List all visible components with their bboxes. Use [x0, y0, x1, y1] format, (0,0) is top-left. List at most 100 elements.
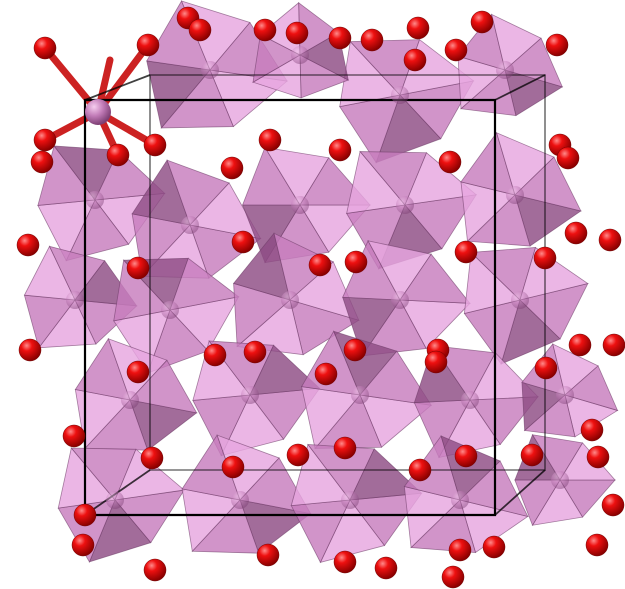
oxygen-atom — [286, 443, 310, 467]
oxygen-atom — [33, 128, 57, 152]
octahedron — [339, 38, 475, 164]
oxygen-atom — [556, 146, 580, 170]
oxygen-atom — [308, 253, 332, 277]
oxygen-atom — [601, 493, 625, 517]
cation-atom — [291, 46, 309, 64]
oxygen-atom — [140, 446, 164, 470]
cation-atom — [396, 196, 414, 214]
oxygen-atom — [424, 350, 448, 374]
oxygen-atom — [454, 444, 478, 468]
cation-atom — [351, 386, 369, 404]
oxygen-atom — [343, 338, 367, 362]
oxygen-atom — [408, 458, 432, 482]
octahedron — [74, 337, 198, 451]
oxygen-atom — [333, 436, 357, 460]
oxygen-atom — [256, 543, 280, 567]
cation-atom — [291, 196, 309, 214]
oxygen-atom — [285, 21, 309, 45]
octahedron — [181, 434, 312, 554]
oxygen-atom — [231, 230, 255, 254]
oxygen-atom — [221, 455, 245, 479]
octahedron-face — [94, 149, 166, 201]
oxygen-atom — [314, 362, 338, 386]
oxygen-atom — [136, 33, 160, 57]
oxygen-atom — [438, 150, 462, 174]
oxygen-atom — [482, 535, 506, 559]
cation-atom — [341, 491, 359, 509]
oxygen-atom — [333, 550, 357, 574]
oxygen-atom — [328, 26, 352, 50]
octahedron — [113, 257, 240, 374]
oxygen-atom — [441, 565, 465, 589]
cation-atom — [461, 391, 479, 409]
oxygen-atom — [143, 558, 167, 582]
oxygen-atom — [258, 128, 282, 152]
octahedron-face — [469, 352, 539, 401]
oxygen-atom — [203, 343, 227, 367]
octahedron — [232, 232, 360, 356]
octahedron-face — [169, 257, 240, 311]
oxygen-atom — [243, 340, 267, 364]
cation-atom — [231, 491, 249, 509]
oxygen-atom — [580, 418, 604, 442]
oxygen-atom — [545, 33, 569, 57]
oxygen-atom — [374, 556, 398, 580]
oxygen-atom — [360, 28, 384, 52]
oxygen-atom — [62, 424, 86, 448]
bond — [41, 44, 102, 116]
unit-cell-edge — [494, 74, 546, 101]
octahedron-face — [399, 253, 471, 304]
cation-atom — [121, 391, 139, 409]
octahedron-face — [349, 448, 423, 501]
oxygen-atom — [598, 228, 622, 252]
oxygen-atom — [448, 538, 472, 562]
cation-atom — [511, 291, 529, 309]
cation-atom — [106, 491, 124, 509]
oxygen-atom — [126, 360, 150, 384]
oxygen-atom — [403, 48, 427, 72]
oxygen-atom — [344, 250, 368, 274]
oxygen-atom — [444, 38, 468, 62]
oxygen-atom — [586, 445, 610, 469]
octahedron-face — [249, 344, 321, 396]
oxygen-atom — [220, 156, 244, 180]
octahedra-layer — [23, 0, 619, 564]
cation-atoms — [66, 46, 574, 509]
cation-atom — [496, 61, 514, 79]
oxygen-atom — [564, 221, 588, 245]
cation-atom — [281, 291, 299, 309]
cation-atom — [556, 386, 574, 404]
oxygen-atom — [470, 10, 494, 34]
cation-atom — [451, 491, 469, 509]
oxygen-atom — [71, 533, 95, 557]
octahedron — [457, 13, 564, 117]
oxygen-atom — [188, 18, 212, 42]
unit-cell-edge — [494, 469, 546, 516]
cation-atom — [551, 471, 569, 489]
cation-atom — [181, 216, 199, 234]
oxygen-atom — [585, 533, 609, 557]
octahedron-face — [514, 156, 582, 212]
cation-atom-corner — [85, 99, 111, 125]
oxygen-atom — [18, 338, 42, 362]
octahedron — [300, 330, 433, 450]
cation-atom — [66, 291, 84, 309]
unit-cell-edge — [84, 74, 151, 101]
octahedron-face — [564, 365, 619, 412]
oxygen-atom — [534, 356, 558, 380]
cation-atom — [161, 301, 179, 319]
oxygen-atom — [73, 503, 97, 527]
oxygen-atom — [33, 36, 57, 60]
cation-atom — [506, 186, 524, 204]
octahedron — [252, 1, 350, 99]
oxygen-atom — [143, 133, 167, 157]
cation-atom — [391, 86, 409, 104]
oxygen-atom — [568, 333, 592, 357]
oxygen-atom — [253, 18, 277, 42]
cation-atom — [201, 61, 219, 79]
oxygen-atom — [126, 256, 150, 280]
oxygen-atom — [16, 233, 40, 257]
cation-atom — [241, 386, 259, 404]
